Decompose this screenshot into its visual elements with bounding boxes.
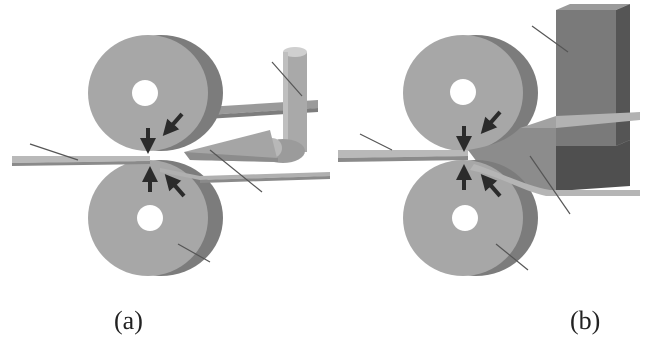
upper-roll-hole-b: [450, 79, 476, 105]
tundish-block-b: [556, 4, 630, 190]
lower-roll-hole-a: [137, 205, 163, 231]
panel-caption-b: (b): [570, 306, 600, 336]
upper-roll-a: [88, 35, 223, 151]
panel-b: [338, 4, 640, 276]
upper-roll-hole-a: [132, 80, 158, 106]
lower-roll-b: [403, 160, 538, 276]
incoming-strip-b: [338, 150, 468, 162]
panel-caption-a: (a): [114, 306, 143, 336]
panel-a: [12, 35, 330, 276]
leader-line: [360, 134, 392, 150]
lower-roll-hole-b: [452, 205, 478, 231]
